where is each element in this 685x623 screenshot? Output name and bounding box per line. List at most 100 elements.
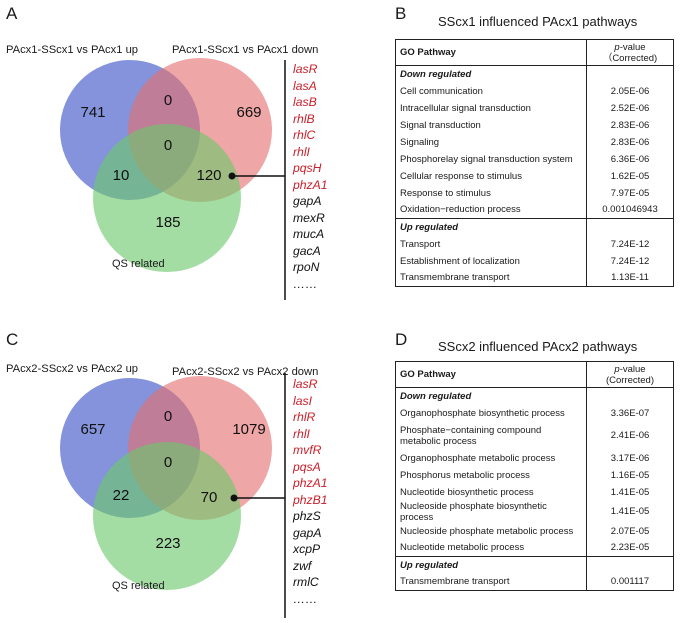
table-row: Transport 7.24E-12 <box>396 235 674 253</box>
venn-c-connector-dot <box>230 494 238 502</box>
gene-item: rhlI <box>293 426 310 441</box>
venn-a-label-qs: QS related <box>112 258 165 270</box>
table-row: Nucleoside phosphate biosynthetic proces… <box>396 500 674 523</box>
gene-item: zwf <box>293 558 312 573</box>
gene-item: pqsA <box>293 459 321 474</box>
venn-a-num-down-qs: 120 <box>196 167 221 184</box>
venn-a-connector-dot <box>228 172 236 180</box>
gene-item: lasA <box>293 78 317 93</box>
table-row: Cell communication 2.05E-06 <box>396 82 674 100</box>
pvalue-cell: 2.52E-06 <box>586 99 674 117</box>
gene-item: rpoN <box>293 260 320 274</box>
venn-c-num-down-only: 1079 <box>232 421 265 438</box>
section-row: Up regulated <box>395 218 674 236</box>
pathway-cell: Response to stimulus <box>400 187 491 199</box>
venn-a-num-center: 0 <box>164 137 172 154</box>
pvalue-cell: 2.41E-06 <box>586 421 674 450</box>
venn-a-num-down-only: 669 <box>236 104 261 121</box>
panel-letter-a: A <box>6 4 18 23</box>
venn-a-label-up: PAcx1-SScx1 vs PAcx1 up <box>6 44 139 56</box>
section-label: Up regulated <box>395 218 587 236</box>
table-row: Nucleoside phosphate metabolic process 2.… <box>396 522 674 540</box>
pathway-cell: Intracellular signal transduction <box>400 102 531 114</box>
pvalue-cell: 0.001117 <box>586 573 674 591</box>
pvalue-cell: 7.24E-12 <box>586 235 674 253</box>
table-row: Transmembrane transport 0.001117 <box>396 573 674 591</box>
gene-item: mucA <box>293 227 325 241</box>
pvalue-cell: 1.41E-05 <box>586 483 674 501</box>
gene-item: rhlR <box>293 410 316 424</box>
header-go-pathway: GO Pathway <box>395 39 587 66</box>
section-row: Up regulated <box>395 556 674 574</box>
pathway-cell: Establishment of localization <box>400 255 520 267</box>
gene-item: gapA <box>293 525 322 540</box>
pvalue-cell: 7.97E-05 <box>586 184 674 202</box>
table-row: Response to stimulus 7.97E-05 <box>396 184 674 202</box>
pvalue-cell: 3.36E-07 <box>586 404 674 422</box>
table-row: Cellular response to stimulus 1.62E-05 <box>396 167 674 185</box>
pathway-cell: Phosphate−containing compound metabolic … <box>400 424 542 447</box>
gene-item: lasI <box>293 393 312 408</box>
pvalue-cell: 2.05E-06 <box>586 82 674 100</box>
header-pvalue: p-value(Corrected) <box>586 361 674 388</box>
gene-item: phzA1 <box>293 177 328 192</box>
pathway-cell: Nucleotide biosynthetic process <box>400 486 534 498</box>
table-row: Nucleotide biosynthetic process 1.41E-05 <box>396 483 674 501</box>
pathway-cell: Signal transduction <box>400 119 481 131</box>
venn-a-num-up-qs: 10 <box>113 167 130 184</box>
gene-item: …… <box>293 276 318 291</box>
section-label: Up regulated <box>395 556 587 574</box>
pvalue-cell: 2.07E-05 <box>586 522 674 540</box>
table-b-title: SScx1 influenced PAcx1 pathways <box>438 14 638 29</box>
pvalue-cell: 1.41E-05 <box>586 500 674 523</box>
gene-item: mexR <box>293 210 325 225</box>
pvalue-cell: 1.62E-05 <box>586 167 674 185</box>
venn-c-num-qs-only: 223 <box>155 535 180 552</box>
gene-item: gapA <box>293 194 322 208</box>
section-label: Down regulated <box>400 390 472 402</box>
venn-a-num-qs-only: 185 <box>155 214 180 231</box>
section-row: Down regulated <box>396 387 674 405</box>
panel-letter-b: B <box>395 4 407 23</box>
table-row: Signal transduction 2.83E-06 <box>396 116 674 134</box>
gene-item: lasR <box>293 62 318 76</box>
pathway-cell: Cellular response to stimulus <box>400 170 522 182</box>
gene-item: rhlI <box>293 144 310 159</box>
venn-c-label-down: PAcx2-SScx2 vs PAcx2 down <box>172 366 319 378</box>
gene-item: mvfR <box>293 443 322 457</box>
pathway-cell: Cell communication <box>400 85 483 97</box>
gene-item: gacA <box>293 243 321 258</box>
venn-diagram-a: 741 0 669 0 10 120 185 <box>60 58 286 300</box>
venn-diagram-c: 657 0 1079 0 22 70 223 <box>60 373 286 618</box>
section-row: Down regulated <box>396 65 674 83</box>
pathway-cell: Transport <box>400 238 441 250</box>
table-d-title: SScx2 influenced PAcx2 pathways <box>438 339 638 354</box>
pathway-cell: Transmembrane transport <box>400 576 510 588</box>
venn-c-num-down-qs: 70 <box>201 489 218 506</box>
venn-c-num-up-down: 0 <box>164 408 172 425</box>
gene-item: phzA1 <box>293 476 328 490</box>
table-row: Intracellular signal transduction 2.52E-0… <box>396 99 674 117</box>
pvalue-cell: 2.83E-06 <box>586 116 674 134</box>
pathway-cell: Nucleoside phosphate metabolic process <box>400 525 574 537</box>
gene-item: rhlC <box>293 128 316 142</box>
pvalue-cell: 3.17E-06 <box>586 449 674 467</box>
venn-a-label-down: PAcx1-SScx1 vs PAcx1 down <box>172 44 319 56</box>
pathway-cell: Nucleoside phosphate biosynthetic proces… <box>400 500 547 523</box>
venn-a-num-up-down: 0 <box>164 92 172 109</box>
header-go-pathway: GO Pathway <box>395 361 587 388</box>
pathway-cell: Organophosphate biosynthetic process <box>400 407 565 419</box>
venn-c-num-up-qs: 22 <box>113 487 130 504</box>
pathway-cell: Transmembrane transport <box>400 272 510 284</box>
pathway-cell: Phosphorus metabolic process <box>400 469 530 481</box>
gene-item: phzB1 <box>293 492 328 507</box>
header-pvalue: p-value（Corrected) <box>586 39 674 66</box>
